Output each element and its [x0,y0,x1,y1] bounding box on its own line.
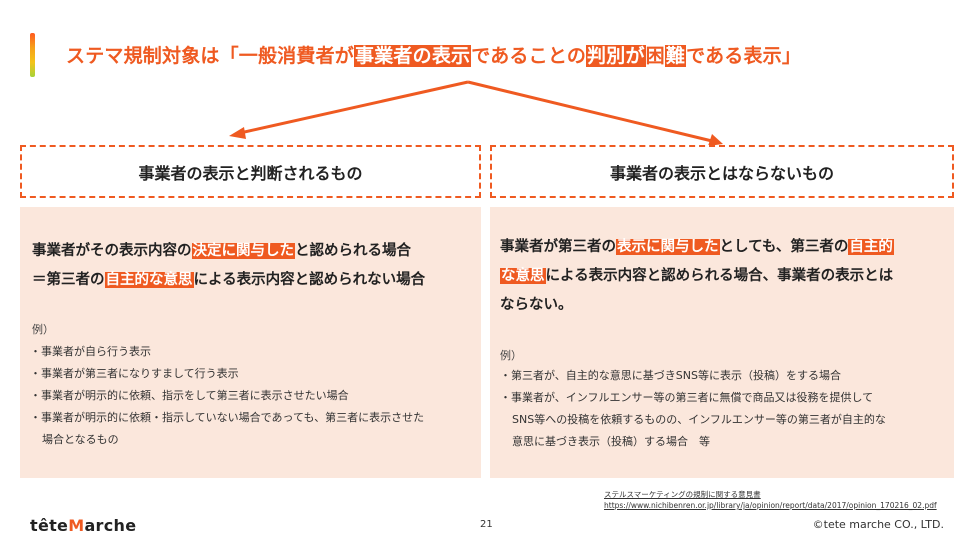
list-item: ・事業者が、インフルエンサー等の第三者に無償で商品又は役務を提供して [500,391,874,404]
left-panel: 事業者がその表示内容の決定に関与したと認められる場合 ＝第三者の自主的な意思によ… [20,207,481,478]
list-item: 場合となるもの [42,433,119,446]
title-accent-bar [30,33,35,77]
left-main-text: 事業者がその表示内容の決定に関与したと認められる場合 ＝第三者の自主的な意思によ… [32,243,426,288]
right-main-text: 事業者が第三者の表示に関与したとしても、第三者の自主的 な意思による表示内容と認… [500,239,894,313]
right-example-list: ・第三者が、自主的な意思に基づきSNS等に表示（投稿）をする場合 ・事業者が、イ… [500,365,886,453]
list-item: 意思に基づき表示（投稿）する場合 等 [512,435,710,448]
brand-logo: têteMarche [30,516,137,535]
slide-title: ステマ規制対象は「一般消費者が事業者の表示であることの判別が困難である表示」 [66,45,802,67]
list-item: SNS等への投稿を依頼するものの、インフルエンサー等の第三者が自主的な [512,413,886,426]
source-url-link[interactable]: https://www.nichibenren.or.jp/library/ja… [604,501,937,510]
right-header-box: 事業者の表示とはならないもの [490,145,954,198]
source-citation: ステルスマーケティングの規制に関する意見書 https://www.nichib… [604,489,937,511]
left-header-box: 事業者の表示と判断されるもの [20,145,481,198]
right-example-label: 例） [500,349,522,362]
list-item: ・事業者が自ら行う表示 [30,345,151,358]
list-item: ・事業者が明示的に依頼、指示をして第三者に表示させたい場合 [30,389,349,402]
branch-arrows [229,80,723,146]
left-example-label: 例） [32,323,54,336]
source-title-link[interactable]: ステルスマーケティングの規制に関する意見書 [604,490,761,499]
copyright: ©tete marche CO., LTD. [812,518,944,531]
left-header-text: 事業者の表示と判断されるもの [138,163,363,183]
left-example-list: ・事業者が自ら行う表示 ・事業者が第三者になりすまして行う表示 ・事業者が明示的… [30,341,424,451]
list-item: ・事業者が明示的に依頼・指示していない場合であっても、第三者に表示させた [30,411,425,424]
right-header-text: 事業者の表示とはならないもの [609,163,834,183]
page-number: 21 [480,519,493,530]
list-item: ・事業者が第三者になりすまして行う表示 [30,367,239,380]
list-item: ・第三者が、自主的な意思に基づきSNS等に表示（投稿）をする場合 [500,369,841,382]
right-panel: 事業者が第三者の表示に関与したとしても、第三者の自主的 な意思による表示内容と認… [490,207,954,478]
